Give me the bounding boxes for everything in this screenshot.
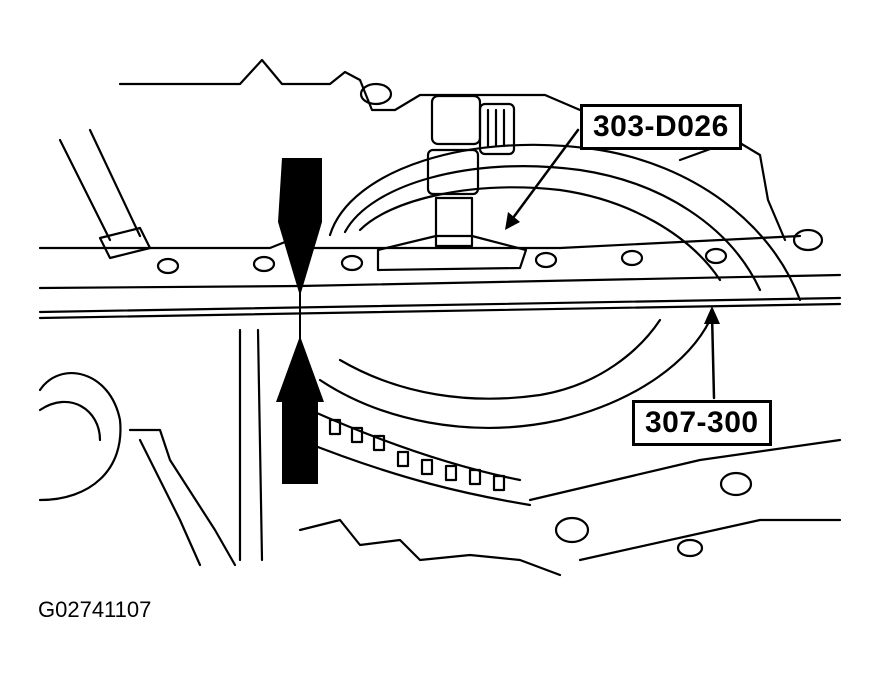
lower-casting bbox=[298, 518, 562, 577]
tool-post-slots bbox=[486, 108, 506, 148]
gear-ring-5 bbox=[338, 318, 662, 400]
housing-outline-top bbox=[118, 58, 582, 112]
lower-plate-right bbox=[528, 438, 842, 562]
straightedge-bottom bbox=[38, 302, 842, 320]
leader-arrowhead-303-D026 bbox=[505, 212, 520, 230]
bolt-lower bbox=[554, 516, 590, 544]
leader-303-D026 bbox=[508, 128, 580, 224]
gear-ring-2 bbox=[343, 165, 762, 292]
bolt-lower-right bbox=[719, 471, 753, 497]
housing-outline-right bbox=[678, 138, 787, 242]
measure-arrow-up bbox=[276, 336, 324, 484]
measure-arrow-down bbox=[278, 158, 322, 296]
bolt-top bbox=[359, 82, 393, 106]
housing-left-lower bbox=[38, 372, 122, 502]
leader-307-300 bbox=[710, 312, 716, 400]
tool-post-base bbox=[376, 234, 528, 272]
bolt-bottom bbox=[676, 538, 704, 558]
bar-upper-lower-edge bbox=[38, 273, 842, 290]
callout-307-300: 307-300 bbox=[632, 400, 772, 446]
straightedge-top bbox=[38, 296, 842, 314]
housing-left-curve bbox=[38, 400, 102, 442]
gear-teeth bbox=[328, 418, 506, 492]
bar-holes bbox=[156, 247, 728, 275]
tool-post-middle bbox=[426, 148, 480, 196]
gear-ring-3 bbox=[358, 186, 722, 282]
tool-post-upper bbox=[430, 94, 482, 146]
tool-post-lower bbox=[434, 196, 474, 248]
rod-left bbox=[58, 128, 142, 242]
rod-bolt bbox=[98, 226, 152, 260]
tool-post-side bbox=[478, 102, 516, 156]
bar-upper-edge bbox=[38, 234, 802, 250]
callout-303-D026: 303-D026 bbox=[580, 104, 742, 150]
leader-arrowhead-307-300 bbox=[704, 306, 720, 324]
bracket-left-2 bbox=[138, 438, 202, 567]
figure-id: G02741107 bbox=[38, 597, 152, 622]
ring-gear-band-2 bbox=[298, 438, 532, 507]
bracket-left bbox=[128, 428, 237, 567]
gear-ring-4 bbox=[318, 318, 712, 429]
bolt-right bbox=[792, 228, 824, 252]
vertical-stand bbox=[238, 328, 264, 562]
